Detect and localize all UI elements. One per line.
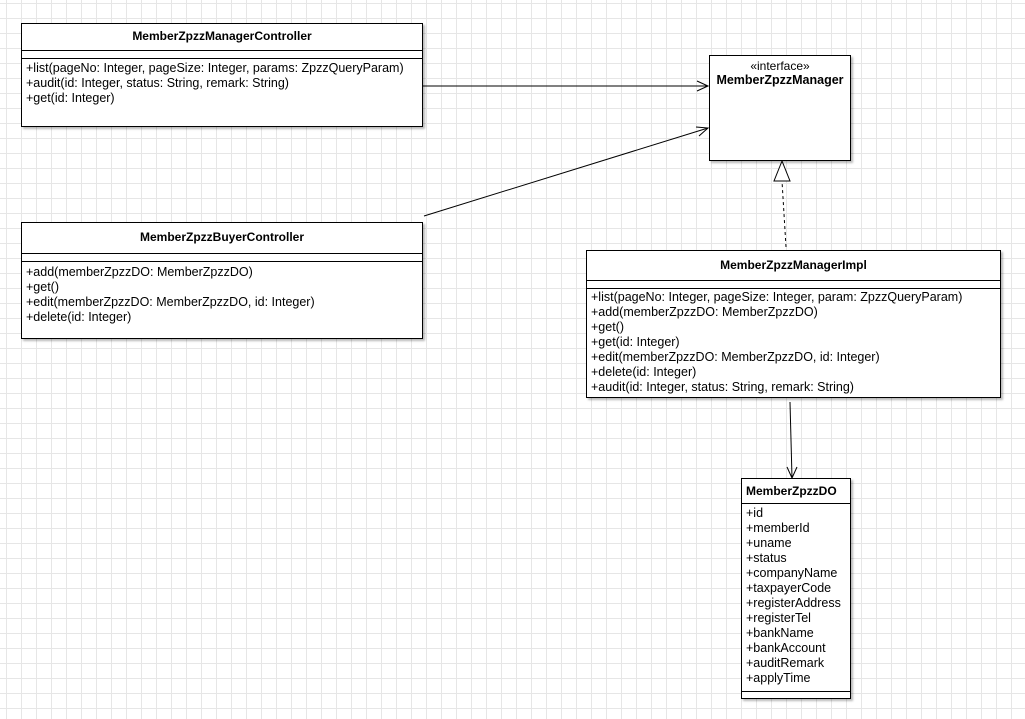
method: +get()	[26, 280, 60, 294]
methods-compartment	[742, 691, 850, 692]
arrowhead-open	[696, 80, 710, 92]
edge-impl-realizes-manager[interactable]	[781, 180, 787, 248]
stereotype-label: «interface»	[750, 59, 810, 73]
method: +list(pageNo: Integer, pageSize: Integer…	[26, 61, 404, 75]
edge-buyer-controller-to-manager[interactable]	[423, 127, 709, 217]
attributes-compartment	[22, 50, 422, 51]
method: +delete(id: Integer)	[26, 310, 132, 324]
attribute: +bankName	[746, 626, 814, 640]
interface-name: MemberZpzzManager	[716, 73, 844, 87]
method: +add(memberZpzzDO: MemberZpzzDO)	[591, 305, 818, 319]
class-name: MemberZpzzManagerImpl	[720, 258, 867, 272]
attribute: +memberId	[746, 521, 810, 535]
methods-divider	[22, 58, 422, 59]
class-box-buyer-controller[interactable]: MemberZpzzBuyerController +add(memberZpz…	[21, 222, 423, 339]
class-box-manager-controller[interactable]: MemberZpzzManagerController +list(pageNo…	[21, 23, 423, 127]
class-box-member-do[interactable]: MemberZpzzDO +id +memberId +uname +statu…	[741, 478, 851, 699]
arrowhead-open	[695, 126, 710, 137]
class-box-manager-impl[interactable]: MemberZpzzManagerImpl +list(pageNo: Inte…	[586, 250, 1001, 398]
methods-compartment: +list(pageNo: Integer, pageSize: Integer…	[587, 289, 1000, 396]
attributes-divider	[742, 503, 850, 504]
attribute: +bankAccount	[746, 641, 826, 655]
method: +get(id: Integer)	[591, 335, 680, 349]
method: +delete(id: Integer)	[591, 365, 697, 379]
methods-divider	[22, 261, 422, 262]
attribute: +status	[746, 551, 787, 565]
method: +audit(id: Integer, status: String, rema…	[591, 380, 854, 394]
attributes-compartment	[22, 253, 422, 254]
attribute: +auditRemark	[746, 656, 825, 670]
method: +add(memberZpzzDO: MemberZpzzDO)	[26, 265, 253, 279]
class-name: MemberZpzzManagerController	[132, 29, 312, 43]
attribute: +registerAddress	[746, 596, 841, 610]
method: +edit(memberZpzzDO: MemberZpzzDO, id: In…	[26, 295, 315, 309]
attributes-compartment: +id +memberId +uname +status +companyNam…	[742, 504, 850, 687]
attribute: +uname	[746, 536, 792, 550]
class-name: MemberZpzzDO	[746, 484, 837, 498]
methods-divider	[587, 288, 1000, 289]
method: +edit(memberZpzzDO: MemberZpzzDO, id: In…	[591, 350, 880, 364]
method: +audit(id: Integer, status: String, rema…	[26, 76, 289, 90]
attributes-compartment	[587, 280, 1000, 281]
realization-arrowhead	[773, 159, 791, 182]
attribute: +applyTime	[746, 671, 811, 685]
method: +get()	[591, 320, 625, 334]
attribute: +taxpayerCode	[746, 581, 832, 595]
attribute: +id	[746, 506, 764, 520]
interface-box-manager[interactable]: «interface» MemberZpzzManager	[709, 55, 851, 161]
attribute: +companyName	[746, 566, 838, 580]
class-name: MemberZpzzBuyerController	[139, 230, 305, 244]
method: +get(id: Integer)	[26, 91, 115, 105]
methods-compartment: +add(memberZpzzDO: MemberZpzzDO) +get() …	[22, 262, 422, 326]
attribute: +registerTel	[746, 611, 811, 625]
methods-compartment: +list(pageNo: Integer, pageSize: Integer…	[22, 59, 422, 107]
edge-impl-to-member-do[interactable]	[789, 401, 793, 479]
method: +list(pageNo: Integer, pageSize: Integer…	[591, 290, 963, 304]
